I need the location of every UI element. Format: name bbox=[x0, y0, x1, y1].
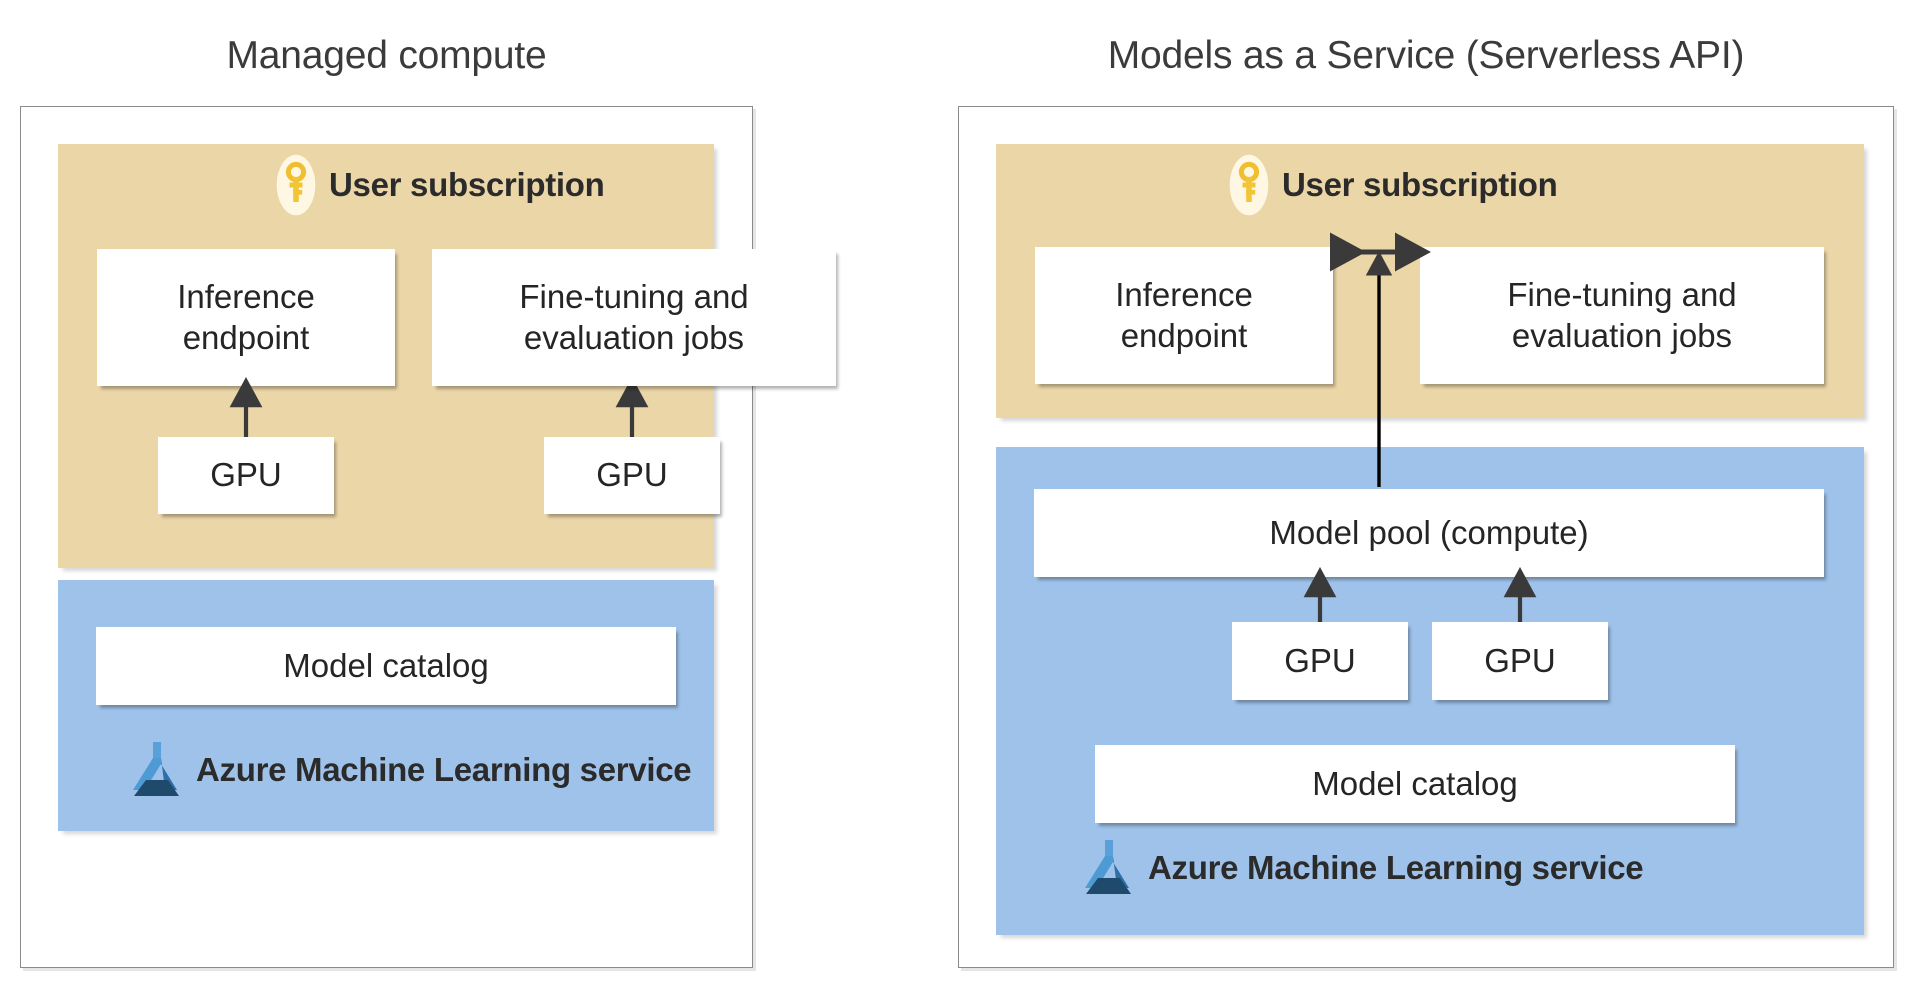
panel-title-managed-compute: Managed compute bbox=[226, 34, 547, 77]
azure-ml-icon bbox=[1080, 838, 1136, 898]
key-icon bbox=[275, 152, 317, 218]
line-1: Inference bbox=[177, 278, 315, 316]
node-model-pool: Model pool (compute) bbox=[1034, 489, 1824, 577]
node-label: Inference endpoint bbox=[1115, 275, 1253, 356]
zone-header-label-azure-ml-right: Azure Machine Learning service bbox=[1148, 849, 1644, 886]
zone-header-user-subscription-right: User subscription bbox=[1228, 145, 1558, 225]
zone-header-user-subscription-left: User subscription bbox=[275, 145, 605, 225]
key-icon bbox=[1228, 152, 1270, 218]
zone-header-azure-ml-right: Azure Machine Learning service bbox=[1080, 838, 1644, 898]
line-1: Fine-tuning and bbox=[519, 278, 749, 316]
node-inference-endpoint-right: Inference endpoint bbox=[1035, 247, 1333, 384]
line-1: Fine-tuning and bbox=[1507, 276, 1737, 314]
line-2: evaluation jobs bbox=[523, 318, 745, 356]
node-gpu-left-2: GPU bbox=[544, 437, 720, 514]
node-fine-tuning-jobs-left-real: Fine-tuning and evaluation jobs bbox=[432, 249, 836, 386]
line-2: endpoint bbox=[182, 318, 310, 356]
node-gpu-left-1: GPU bbox=[158, 437, 334, 514]
zone-header-label-left: User subscription bbox=[329, 166, 605, 203]
node-model-catalog-left: Model catalog bbox=[96, 627, 676, 705]
line-2: endpoint bbox=[1120, 316, 1248, 354]
node-model-catalog-right: Model catalog bbox=[1095, 745, 1735, 823]
node-label: Inference endpoint bbox=[177, 277, 315, 358]
line-2: evaluation jobs bbox=[1511, 316, 1733, 354]
node-gpu-right-1: GPU bbox=[1232, 622, 1408, 700]
node-fine-tuning-jobs-right: Fine-tuning and evaluation jobs bbox=[1420, 247, 1824, 384]
panel-title-maas: Models as a Service (Serverless API) bbox=[1107, 34, 1745, 77]
zone-header-label-right: User subscription bbox=[1282, 166, 1558, 203]
node-label: Fine-tuning and evaluation jobs bbox=[1507, 275, 1736, 356]
node-label: Fine-tuning and evaluation jobs bbox=[519, 277, 748, 358]
line-1: Inference bbox=[1115, 276, 1253, 314]
zone-header-label-azure-ml-left: Azure Machine Learning service bbox=[196, 751, 692, 788]
zone-header-azure-ml-left: Azure Machine Learning service bbox=[128, 740, 692, 800]
node-gpu-right-2: GPU bbox=[1432, 622, 1608, 700]
azure-ml-icon bbox=[128, 740, 184, 800]
node-inference-endpoint-left: Inference endpoint bbox=[97, 249, 395, 386]
